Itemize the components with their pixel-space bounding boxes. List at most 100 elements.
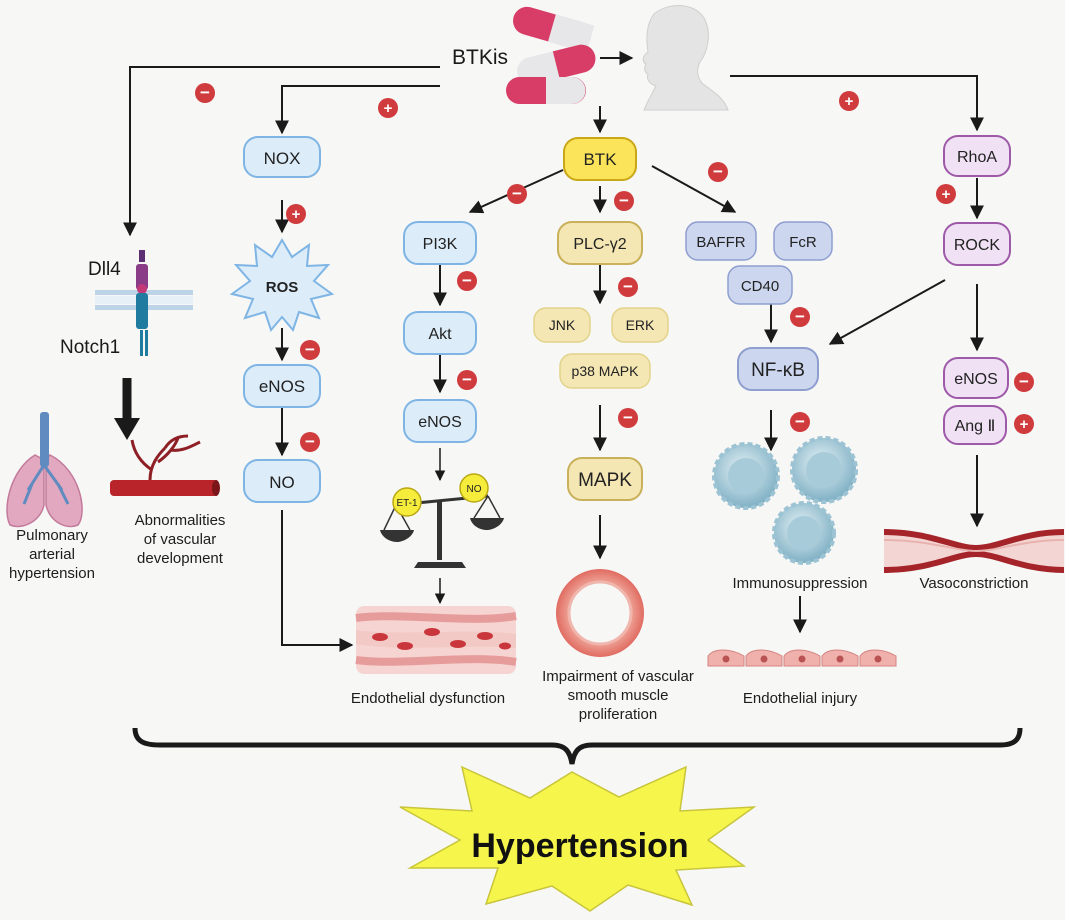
- enos-mid-node: [403, 399, 477, 443]
- fcr-label: FcR: [789, 234, 817, 251]
- no-ball: [459, 473, 489, 503]
- minus-sign-glyph: −: [623, 408, 633, 427]
- plc-node: [557, 221, 643, 265]
- endothelial-injury-label: Endothelial injury: [743, 690, 858, 707]
- summary-bracket: [132, 727, 1023, 765]
- minus-sign-glyph: −: [200, 83, 210, 102]
- ang2-label: Ang Ⅱ: [955, 418, 996, 435]
- minus-sign-icon: [300, 340, 320, 360]
- et1-label: ET-1: [396, 498, 418, 509]
- no-node: [243, 459, 321, 503]
- arrow-rock-to-nfkb: [828, 279, 946, 345]
- balance-scale-icon: [380, 473, 504, 568]
- minus-sign-glyph: −: [305, 432, 315, 451]
- damaged-vessel-icon: [355, 606, 517, 674]
- minus-sign-icon: [708, 162, 728, 182]
- abnormal-label-3: development: [137, 550, 224, 567]
- erk-node: [611, 307, 669, 343]
- vsm-label-2: smooth muscle: [568, 687, 669, 704]
- p38-node: [559, 353, 651, 389]
- arrow-no-to-dysfunction: [281, 510, 354, 652]
- ros-label: ROS: [266, 279, 299, 296]
- minus-sign-glyph: −: [462, 370, 472, 389]
- plus-sign-glyph: +: [845, 93, 854, 110]
- nfkb-node: [737, 347, 819, 391]
- minus-sign-glyph: −: [795, 307, 805, 326]
- pah-label-1: Pulmonary: [16, 527, 88, 544]
- notch-membrane-icon: [95, 250, 193, 356]
- mapk-label: MAPK: [578, 470, 632, 491]
- minus-sign-icon: [618, 408, 638, 428]
- enos-right-node: [943, 357, 1009, 399]
- vsm-label-1: Impairment of vascular: [542, 668, 694, 685]
- baffr-label: BAFFR: [696, 234, 745, 251]
- cd40-label: CD40: [741, 278, 779, 295]
- notch1-label: Notch1: [60, 337, 120, 358]
- person-head-icon: [642, 5, 729, 111]
- jnk-node: [533, 307, 591, 343]
- abnormal-label-2: of vascular: [144, 531, 217, 548]
- cd40-node: [727, 265, 793, 305]
- mapk-node: [567, 457, 643, 501]
- ros-starburst: [229, 238, 335, 333]
- btk-label: BTK: [583, 150, 617, 169]
- nox-node: [243, 136, 321, 178]
- arrow-person-to-rhoa: [730, 75, 984, 132]
- minus-sign-icon: [1014, 372, 1034, 392]
- no-label: NO: [269, 473, 295, 492]
- abnormal-label-1: Abnormalities: [135, 512, 226, 529]
- p38-label: p38 MAPK: [572, 363, 640, 379]
- nox-label: NOX: [264, 149, 301, 168]
- immune-cells-icon: [712, 436, 858, 565]
- enos-left-label: eNOS: [259, 377, 305, 396]
- plus-sign-icon: [1014, 414, 1034, 434]
- hypertension-starburst: [399, 765, 757, 912]
- hypertension-label: Hypertension: [471, 827, 688, 865]
- minus-sign-glyph: −: [713, 162, 723, 181]
- rhoa-node: [943, 135, 1011, 177]
- plus-sign-glyph: +: [384, 100, 393, 117]
- vessel-branch-icon: [110, 434, 220, 496]
- endothelial-cells-icon: [707, 649, 897, 667]
- minus-sign-glyph: −: [619, 191, 629, 210]
- minus-sign-icon: [614, 191, 634, 211]
- plus-sign-glyph: +: [1020, 416, 1029, 433]
- minus-sign-glyph: −: [1019, 372, 1029, 391]
- akt-label: Akt: [428, 326, 452, 343]
- pi3k-label: PI3K: [423, 236, 458, 253]
- minus-sign-glyph: −: [795, 412, 805, 431]
- thick-arrow-notch-head: [114, 418, 140, 440]
- minus-sign-glyph: −: [512, 184, 522, 203]
- capsule-icon: [506, 6, 596, 104]
- arrow-btkis-to-nox: [275, 85, 440, 135]
- no-scale-label: NO: [467, 484, 482, 495]
- jnk-label: JNK: [549, 317, 576, 333]
- constricted-vessel-icon: [883, 529, 1065, 573]
- endothelial-dysfunction-label: Endothelial dysfunction: [351, 690, 505, 707]
- nfkb-label: NF-κB: [751, 360, 805, 381]
- minus-sign-icon: [300, 432, 320, 452]
- rhoa-label: RhoA: [957, 149, 997, 166]
- minus-sign-icon: [618, 277, 638, 297]
- baffr-node: [685, 221, 757, 261]
- effect-signs: −++−−−−−−−−−−−++−+: [195, 83, 1034, 452]
- pah-label-3: hypertension: [9, 565, 95, 582]
- ang2-node: [943, 405, 1007, 445]
- minus-sign-icon: [790, 307, 810, 327]
- plus-sign-glyph: +: [292, 206, 301, 223]
- drug-label: BTKis: [452, 46, 508, 69]
- fcr-node: [773, 221, 833, 261]
- et1-ball: [392, 487, 422, 517]
- dll4-label: Dll4: [88, 259, 121, 280]
- plus-sign-glyph: +: [942, 186, 951, 203]
- vasoconstriction-label: Vasoconstriction: [920, 575, 1029, 592]
- minus-sign-icon: [457, 370, 477, 390]
- btk-node: [563, 137, 637, 181]
- arrow-btk-to-receptors: [651, 165, 737, 213]
- plus-sign-icon: [936, 184, 956, 204]
- pah-label-2: arterial: [29, 546, 75, 563]
- akt-node: [403, 311, 477, 355]
- rock-label: ROCK: [954, 237, 1001, 254]
